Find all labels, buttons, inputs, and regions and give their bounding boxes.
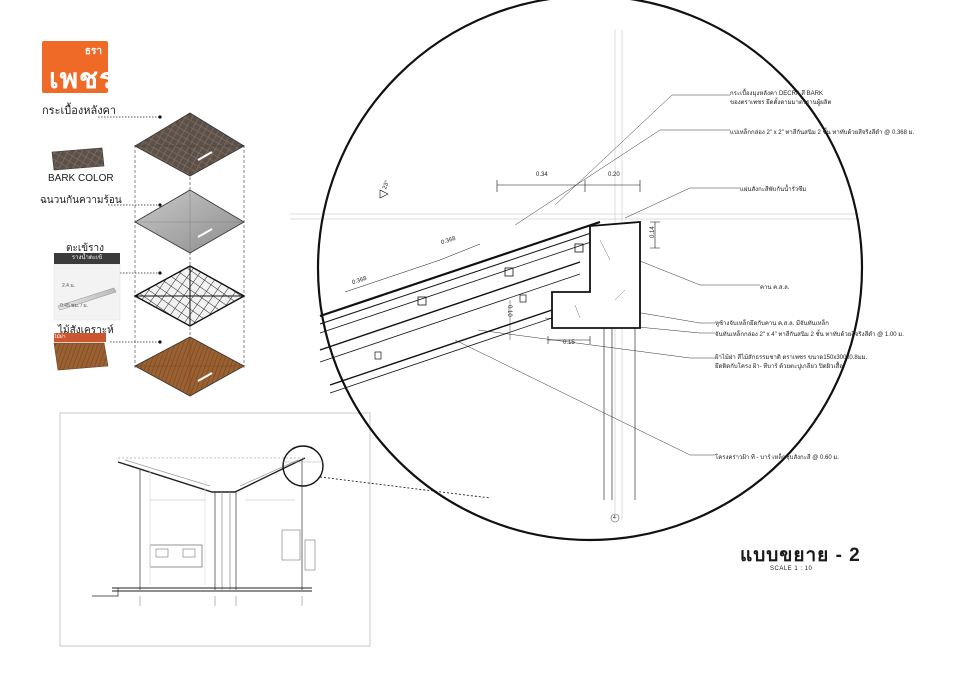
dim-020: 0.20 <box>608 172 620 178</box>
building-section <box>59 412 491 647</box>
note-ceiling-1: ฝ้าไม้ฝา สีไม้สักธรรมชาติ ตราเพชร ขนาด15… <box>715 355 868 361</box>
insulation-label: ฉนวนกันความร้อน <box>40 195 122 206</box>
fascia-sample <box>53 342 109 371</box>
note-flashing: แผ่นสังกะสีพับกันน้ำรั่วซึม <box>740 187 807 193</box>
brand-logo-small-text: ธรา <box>84 46 102 57</box>
dim-015: 0.15 <box>563 340 575 346</box>
detail-circle-outline <box>316 0 864 542</box>
insulation-layer <box>134 189 245 254</box>
synthetic-wood-label: ไม้สังเคราะห์ <box>58 325 114 336</box>
roof-tile-layer <box>134 112 245 177</box>
detail-magnified <box>290 0 864 542</box>
drawing-scale: SCALE 1 : 10 <box>770 566 813 572</box>
note-beam: คาน ค.ส.ล. <box>760 285 790 291</box>
grid-marker <box>610 513 620 523</box>
tile-sample-swatch <box>51 147 105 171</box>
dim-010: 0.10 <box>506 305 512 317</box>
fascia-caption: ไม้ฝา <box>54 334 66 340</box>
note-tbar: โครงคร่าวฝ้า ที - บาร์ เหล็กชุบสังกะสี @… <box>715 455 839 461</box>
note-bracket: หูช้างจับเหล็กยึดกับคาน ค.ส.ล. มีจันทันเ… <box>715 321 829 327</box>
gutter-dim-1: 2.4 ม. <box>62 283 76 289</box>
brand-logo-text: เพชร <box>49 63 116 94</box>
roof-tile-label: กระเบื้องหลังคา <box>42 105 117 117</box>
bark-color-label: BARK COLOR <box>48 173 114 184</box>
gutter-label: ตะเข้ราง <box>66 243 104 254</box>
note-purlin: แปเหล็กกล่อง 2" x 2" ทาสีกันสนิม 2 ชั้น … <box>730 130 915 136</box>
section-frame <box>59 412 371 647</box>
gutter-caption-bar: รางน้ำตะเข้ <box>54 253 120 264</box>
dim-034: 0.34 <box>536 172 548 178</box>
note-ceiling-2: ยึดติดกับโครง ฝ้า- ทีบาร์ ด้วยตะปูเกลียว… <box>715 364 843 370</box>
wood-ceiling-layer <box>134 336 245 397</box>
dim-014: 0.14 <box>650 226 656 238</box>
note-roof-tile-2: ของตราเพชร ยึดตั้งตามมาตรฐานผู้ผลิต <box>730 100 832 106</box>
gutter-dim-2: 0.45 ซม. / ม. <box>60 303 89 309</box>
note-rafter: จันทันเหล็กกล่อง 2" x 4" ทาสีกันสนิม 2 ช… <box>715 332 904 338</box>
detail-callout-circle <box>282 445 324 487</box>
brand-logo: ธรา เพชร <box>42 41 114 94</box>
exploded-roof-layers <box>51 112 246 397</box>
grid-marker-label: 4 <box>613 515 616 521</box>
drawing-title: แบบขยาย - 2 <box>740 545 861 566</box>
note-roof-tile-1: กระเบื้องมุงหลังคา DECRA สี BARK <box>730 91 823 97</box>
